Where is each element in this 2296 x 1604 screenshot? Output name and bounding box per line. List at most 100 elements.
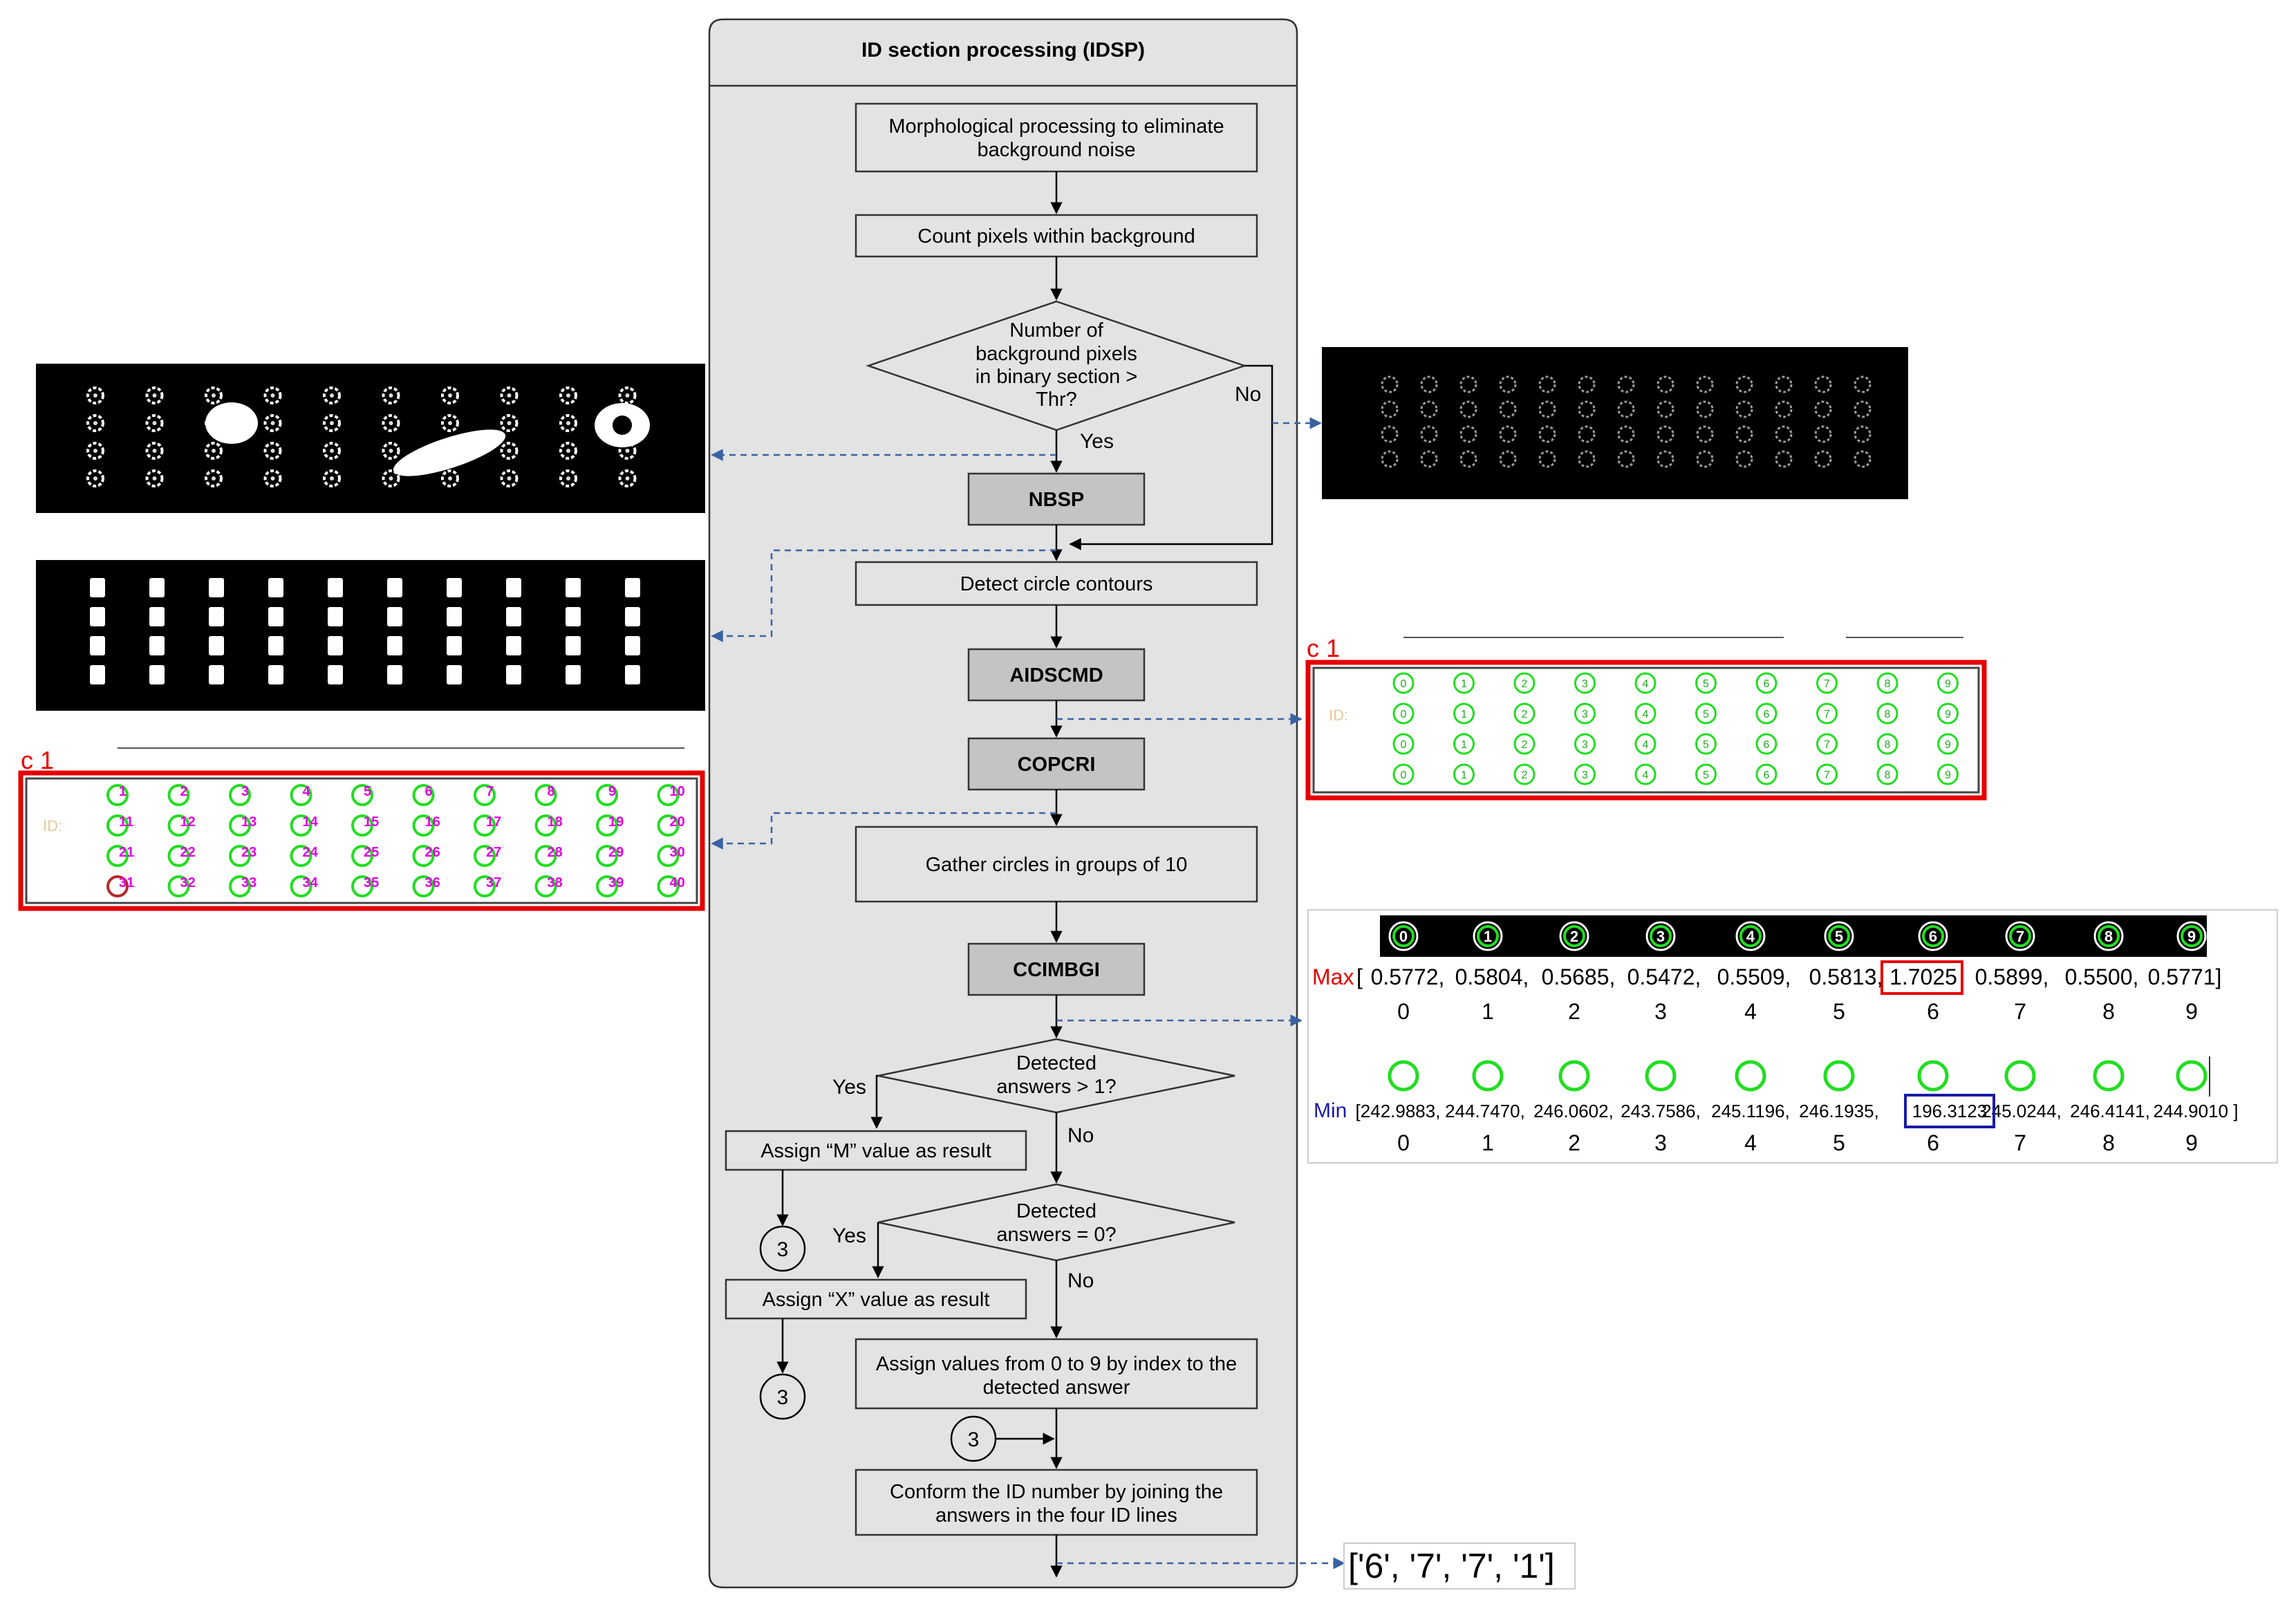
step-detect-contours: Detect circle contours <box>855 561 1258 606</box>
block-cell <box>447 578 462 597</box>
digit-bubble-label: 3 <box>1582 709 1588 720</box>
process-copcri: COPCRI <box>967 737 1146 791</box>
connector-3-a: 3 <box>759 1225 806 1272</box>
step-assign-m: Assign “M” value as result <box>725 1130 1027 1171</box>
digit-bubble-label: 5 <box>1703 709 1709 720</box>
max-index: 5 <box>1833 999 1845 1024</box>
max-index: 6 <box>1927 999 1939 1024</box>
grey-bubble <box>1814 375 1832 393</box>
block-cell <box>90 665 105 684</box>
grey-bubble <box>1578 450 1596 468</box>
noisy-bubble <box>559 442 577 460</box>
digit-bubble-label: 4 <box>1643 709 1649 720</box>
noisy-bubble <box>618 469 637 487</box>
max-value: 0.5899, <box>1975 964 2049 989</box>
step-gather-circles-label: Gather circles in groups of 10 <box>926 854 1188 876</box>
noisy-bubble-center <box>93 421 97 425</box>
digit-bubble <box>1695 733 1717 755</box>
top-digit-label: 5 <box>1835 928 1843 945</box>
digit-bubble-label: 0 <box>1401 739 1407 751</box>
label-no-2: No <box>1067 1124 1094 1147</box>
step-morphological: Morphological processing to eliminate ba… <box>855 102 1258 173</box>
max-value: 0.5509, <box>1717 964 1791 989</box>
noisy-bubble <box>205 386 223 404</box>
mid-bubble <box>2093 1060 2125 1092</box>
noisy-bubble-center <box>93 449 97 453</box>
grey-bubble <box>1420 450 1438 468</box>
bubble-index: 25 <box>364 845 379 860</box>
noisy-bubble-center <box>389 476 393 481</box>
bubble-index: 23 <box>241 845 256 860</box>
block-cell <box>268 607 283 626</box>
grey-bubble <box>1538 425 1556 443</box>
digit-bubble-label: 9 <box>1945 709 1951 720</box>
min-index: 9 <box>2185 1130 2198 1155</box>
grey-bubble <box>1578 375 1596 393</box>
id-bubble <box>229 784 251 806</box>
bubble-index: 33 <box>241 875 256 890</box>
grey-bubble <box>1775 450 1793 468</box>
block-cell <box>328 665 343 684</box>
noisy-bubble <box>618 386 637 404</box>
digit-bubble-label: 4 <box>1643 678 1649 690</box>
decision2-line2: answers > 1? <box>996 1076 1116 1098</box>
bubble-index: 16 <box>425 814 440 830</box>
block-grid <box>90 578 640 684</box>
bubble-index: 3 <box>241 784 249 799</box>
digit-bubble <box>1876 702 1898 725</box>
digit-bubble-label: 2 <box>1522 678 1528 690</box>
grey-bubble <box>1459 400 1477 418</box>
min-value: 246.4141, <box>2070 1101 2150 1121</box>
digit-bubble <box>1816 763 1838 785</box>
id-bubble <box>474 845 496 867</box>
digit-bubble-label: 6 <box>1764 709 1770 720</box>
digit-bubble-label: 4 <box>1643 770 1649 781</box>
min-value: 246.0602, <box>1533 1101 1614 1121</box>
max-index: 2 <box>1568 999 1580 1024</box>
id-bubble <box>596 784 618 806</box>
top-digit-label: 7 <box>2016 928 2024 945</box>
min-highlight-box <box>1904 1094 1995 1128</box>
process-ccimbgi-label: CCIMBGI <box>1013 959 1100 981</box>
label-yes-3: Yes <box>832 1224 866 1247</box>
id-bubble <box>167 875 190 897</box>
dashed-connectors <box>711 417 1345 1569</box>
block-cell <box>149 578 165 597</box>
digit-bubble-label: 6 <box>1764 739 1770 751</box>
process-nbsp: NBSP <box>967 472 1146 526</box>
bubble-index: 4 <box>303 784 311 799</box>
digit-bubble-label: 3 <box>1582 678 1588 690</box>
grey-bubble <box>1617 375 1635 393</box>
block-cell <box>209 607 224 626</box>
block-cell <box>625 636 640 655</box>
block-cell <box>149 665 165 684</box>
noisy-bubble-center <box>152 476 157 481</box>
top-digit-label: 1 <box>1484 928 1492 945</box>
digit-bubble <box>1634 672 1656 694</box>
grey-bubble <box>1578 425 1596 443</box>
grey-bubble <box>1381 400 1399 418</box>
id-bubble <box>474 814 496 837</box>
bubble-index: 13 <box>241 814 256 830</box>
noisy-bubble <box>500 469 519 487</box>
decision3-line1: Detected <box>1016 1200 1096 1222</box>
digit-bubble <box>1755 702 1777 725</box>
digit-bubble <box>1816 672 1838 694</box>
grey-bubble <box>1538 400 1556 418</box>
max-value: 0.5772, <box>1371 964 1445 989</box>
mid-bubble <box>2004 1060 2036 1092</box>
step-count-pixels: Count pixels within background <box>855 214 1258 258</box>
digit-bubble-label: 5 <box>1703 739 1709 751</box>
top-digit-ring <box>1828 925 1850 947</box>
id-faint-right: ID: <box>1329 707 1348 724</box>
min-value: 196.3123 <box>1912 1101 1987 1121</box>
grey-bubble <box>1656 425 1674 443</box>
grey-bubble <box>1499 375 1517 393</box>
noisy-bubble-center <box>625 393 630 398</box>
id-bubble <box>290 875 312 897</box>
noisy-bubble-center <box>330 476 334 481</box>
noisy-bubble <box>441 414 459 432</box>
max-value: 0.5472, <box>1627 964 1701 989</box>
grey-bubble <box>1538 450 1556 468</box>
min-index: 7 <box>2014 1130 2026 1155</box>
